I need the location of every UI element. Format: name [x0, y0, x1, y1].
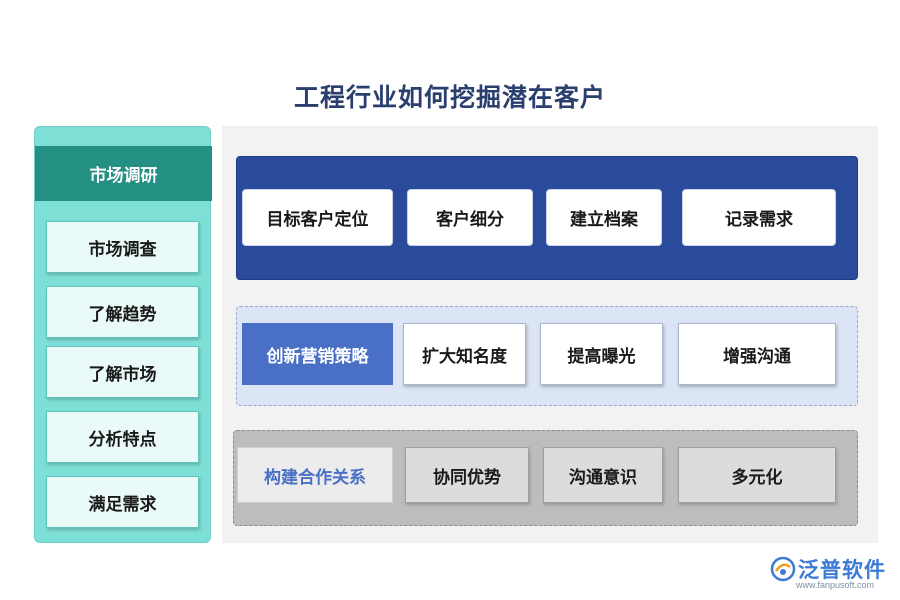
row-label-build-partnerships: 构建合作关系	[237, 447, 393, 503]
box-communication-awareness: 沟通意识	[543, 447, 663, 503]
left-item-understand-trends: 了解趋势	[46, 286, 199, 338]
box-target-customer-positioning: 目标客户定位	[242, 189, 393, 246]
box-customer-segmentation: 客户细分	[407, 189, 533, 246]
left-item-market-survey: 市场调查	[46, 221, 199, 273]
box-expand-awareness: 扩大知名度	[403, 323, 526, 385]
box-diversification: 多元化	[678, 447, 836, 503]
left-item-analyze-features: 分析特点	[46, 411, 199, 463]
box-increase-exposure: 提高曝光	[540, 323, 663, 385]
box-strengthen-communication: 增强沟通	[678, 323, 836, 385]
box-build-profiles: 建立档案	[546, 189, 662, 246]
left-item-understand-market: 了解市场	[46, 346, 199, 398]
logo-url: www.fanpusoft.com	[796, 580, 875, 590]
box-record-needs: 记录需求	[682, 189, 836, 246]
left-panel-header: 市场调研	[35, 146, 212, 201]
brand-logo: 泛普软件 www.fanpusoft.com	[770, 554, 892, 594]
box-synergy-advantage: 协同优势	[405, 447, 529, 503]
logo-name: 泛普软件	[798, 558, 886, 582]
diagram-title: 工程行业如何挖掘潜在客户	[293, 83, 606, 112]
left-item-meet-needs: 满足需求	[46, 476, 199, 528]
row-label-innovative-marketing: 创新营销策略	[242, 323, 393, 385]
fanpu-logo-icon	[770, 556, 796, 582]
